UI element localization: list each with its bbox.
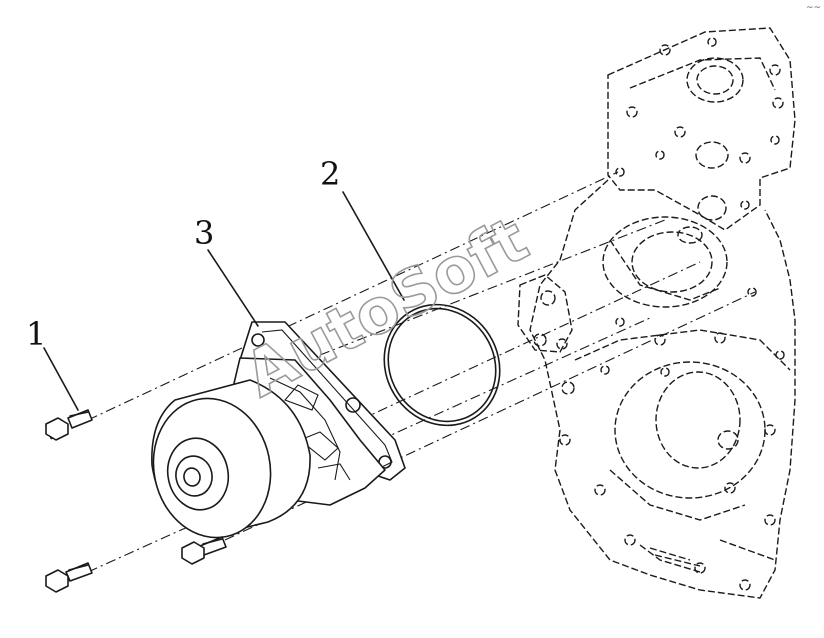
watermark: AutoSoft (233, 202, 539, 411)
leader-lines (43, 191, 405, 411)
engine-block-housing (517, 27, 796, 599)
callout-2-o-ring: 2 (320, 155, 340, 193)
o-ring-seal (383, 303, 501, 427)
callout-1-bolt: 1 (26, 315, 46, 353)
bolt-lower-right (181, 536, 227, 565)
bolt-upper (45, 409, 93, 441)
water-pump-assembly (151, 321, 406, 539)
callout-3-water-pump: 3 (194, 214, 214, 252)
bolt-lower-left (45, 562, 93, 593)
corner-mark: ~~ (806, 3, 821, 13)
